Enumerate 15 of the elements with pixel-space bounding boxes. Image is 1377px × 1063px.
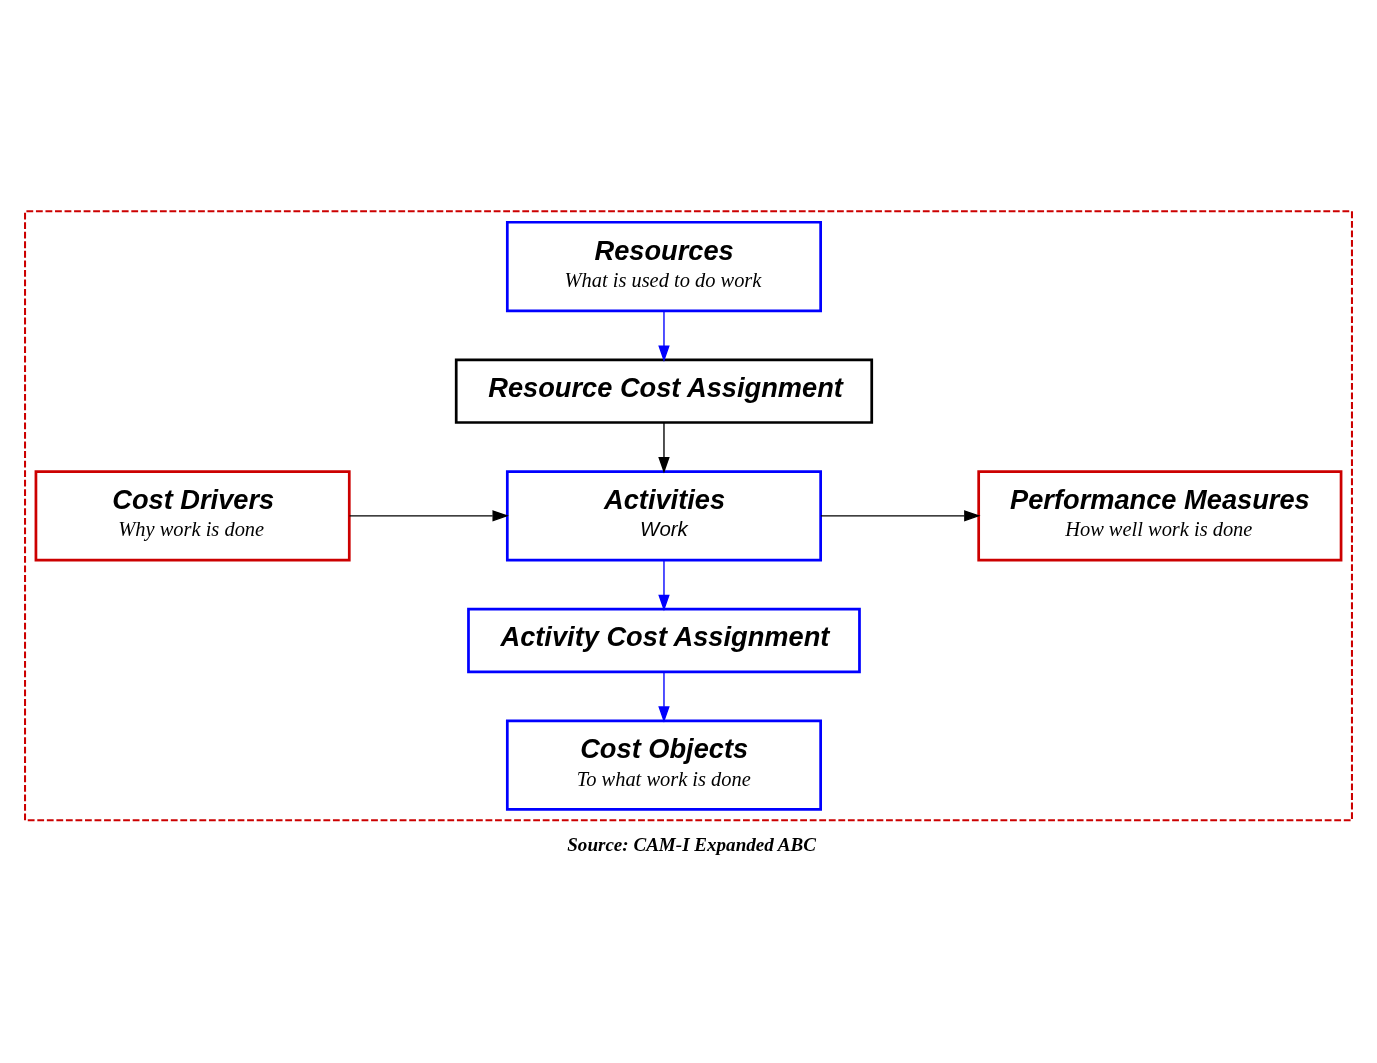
- caption: Source: CAM-I Expanded ABC: [567, 833, 816, 855]
- arrow: [658, 422, 670, 474]
- arrow: [658, 671, 670, 723]
- node-box: Performance Measures How well work is done: [977, 470, 1343, 562]
- node-box: Activities Work: [505, 470, 822, 562]
- arrow: [658, 310, 670, 362]
- arrow: [820, 510, 981, 522]
- node-box: Resource Cost Assignment: [454, 358, 874, 424]
- node-box: Cost Objects To what work is done: [505, 719, 822, 811]
- arrow: [658, 559, 670, 612]
- cluster: [24, 210, 1353, 822]
- arrow: [348, 510, 509, 522]
- node-box: Resources What is used to do work: [505, 220, 822, 313]
- node-box: Cost Drivers Why work is done: [34, 470, 351, 562]
- node-box: Activity Cost Assignment: [467, 607, 861, 674]
